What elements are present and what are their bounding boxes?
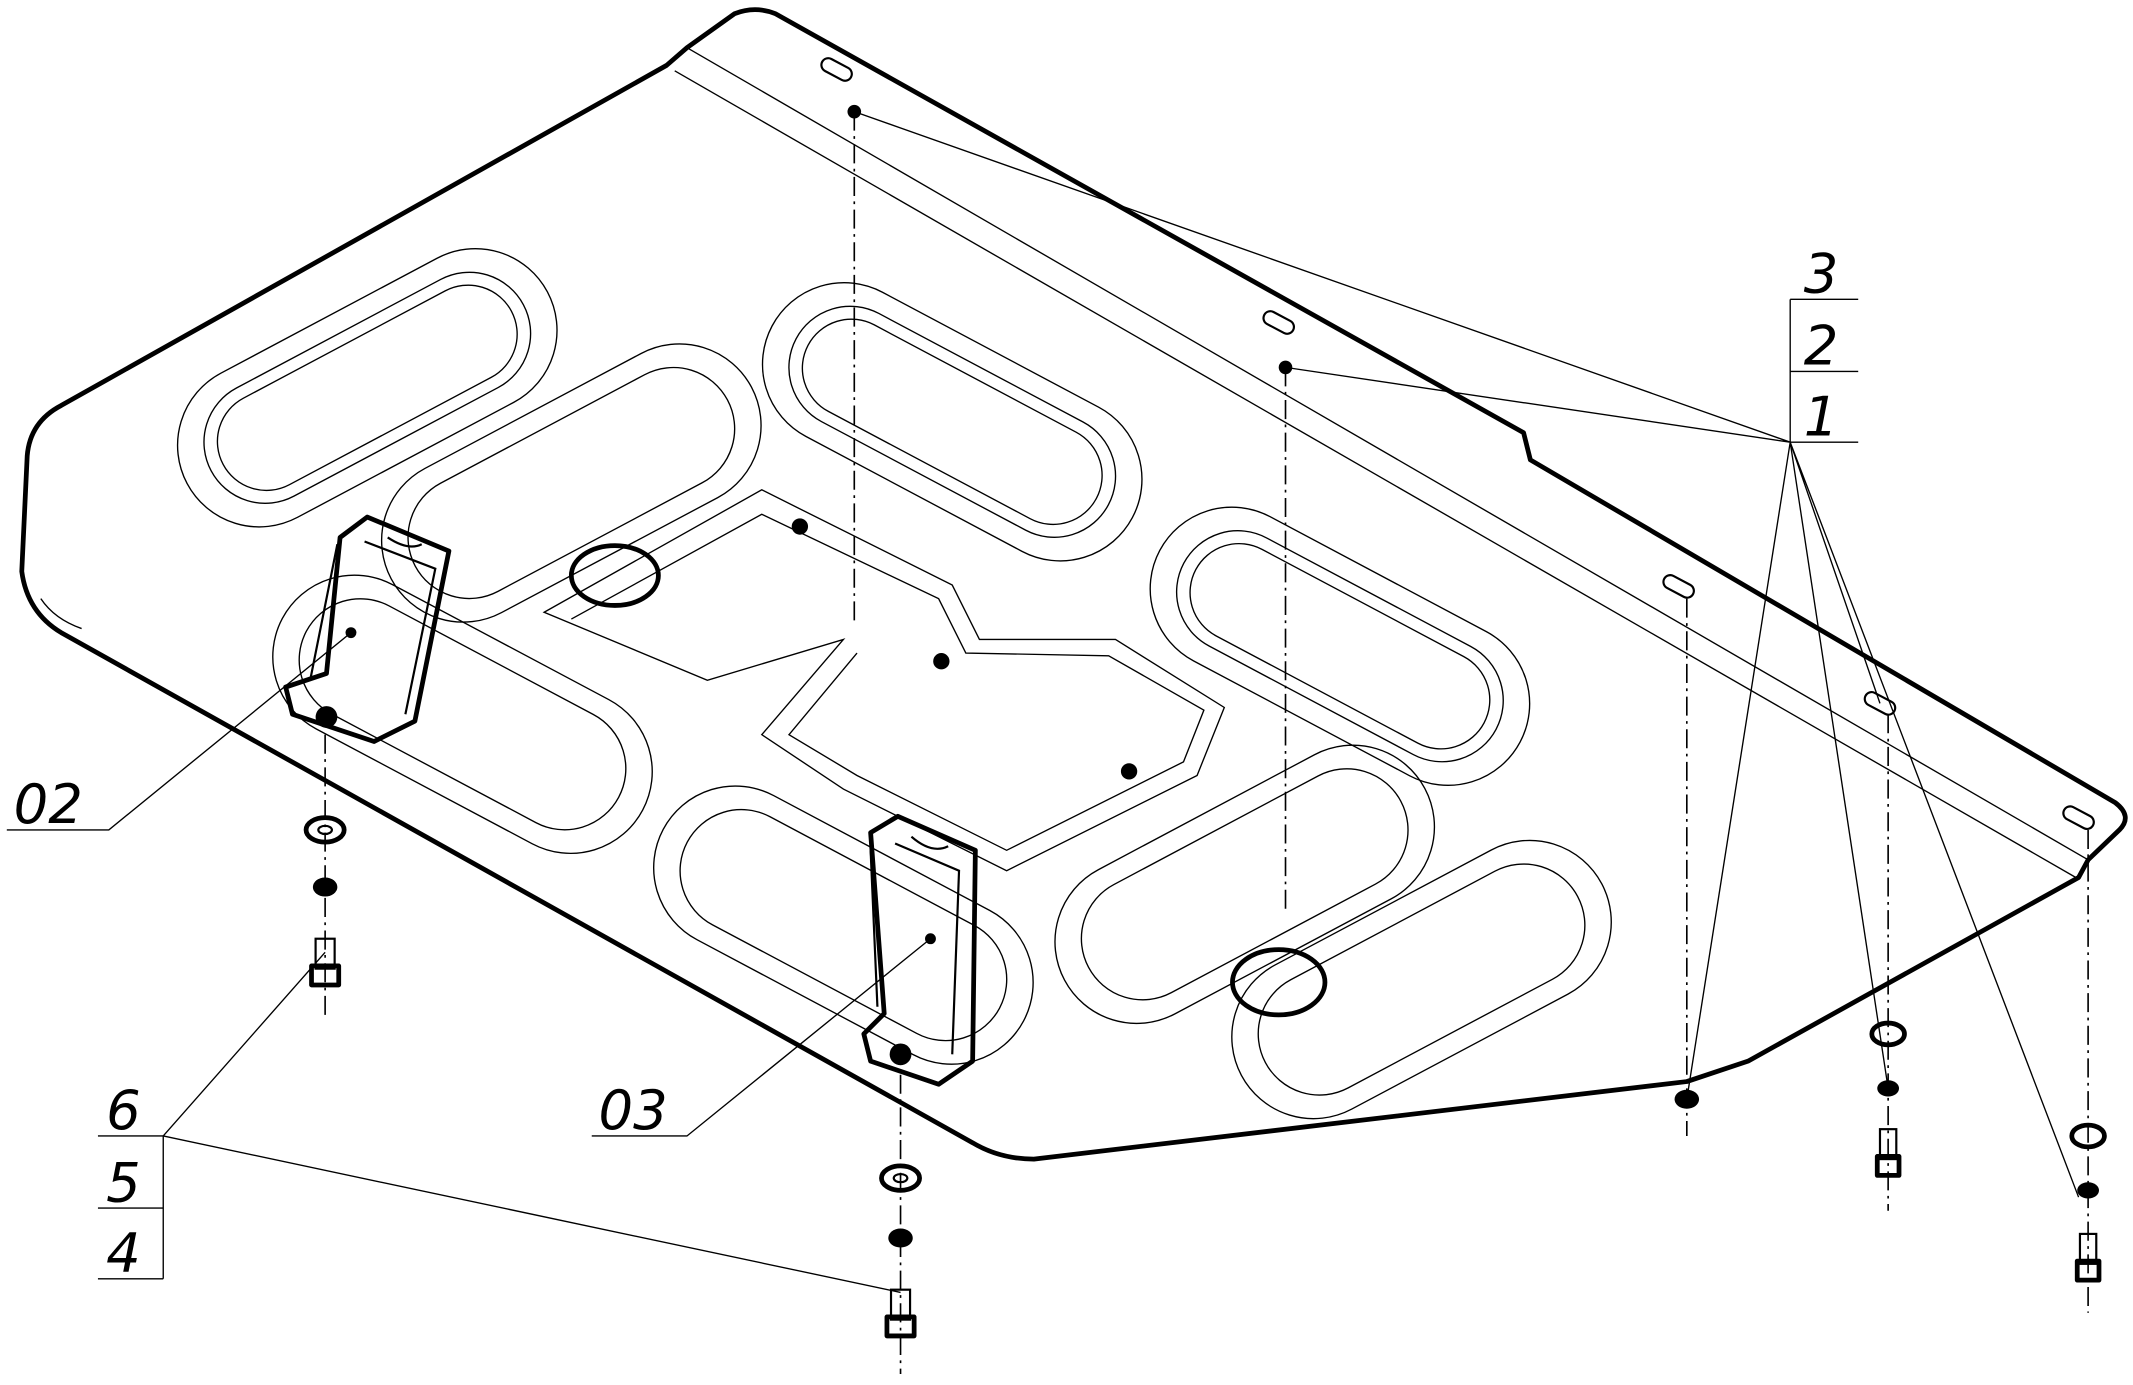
assembly-axes — [324, 111, 2089, 1375]
callout-1: 1 — [1804, 384, 1839, 448]
callout-5: 5 — [106, 1150, 141, 1214]
stiffener-ribs — [176, 248, 1612, 1120]
holes — [568, 57, 2095, 1018]
callout-02: 02 — [14, 772, 83, 836]
callout-2: 2 — [1804, 314, 1839, 378]
callout-4: 4 — [106, 1221, 141, 1285]
skid-plate — [19, 7, 2128, 1162]
callout-3: 3 — [1804, 242, 1839, 306]
callout-6: 6 — [106, 1078, 141, 1142]
fasteners — [303, 815, 2107, 1339]
leader-lines — [6, 110, 2080, 1294]
bracket-02 — [283, 514, 452, 744]
callout-03: 03 — [599, 1078, 668, 1142]
bracket-03 — [861, 813, 978, 1087]
